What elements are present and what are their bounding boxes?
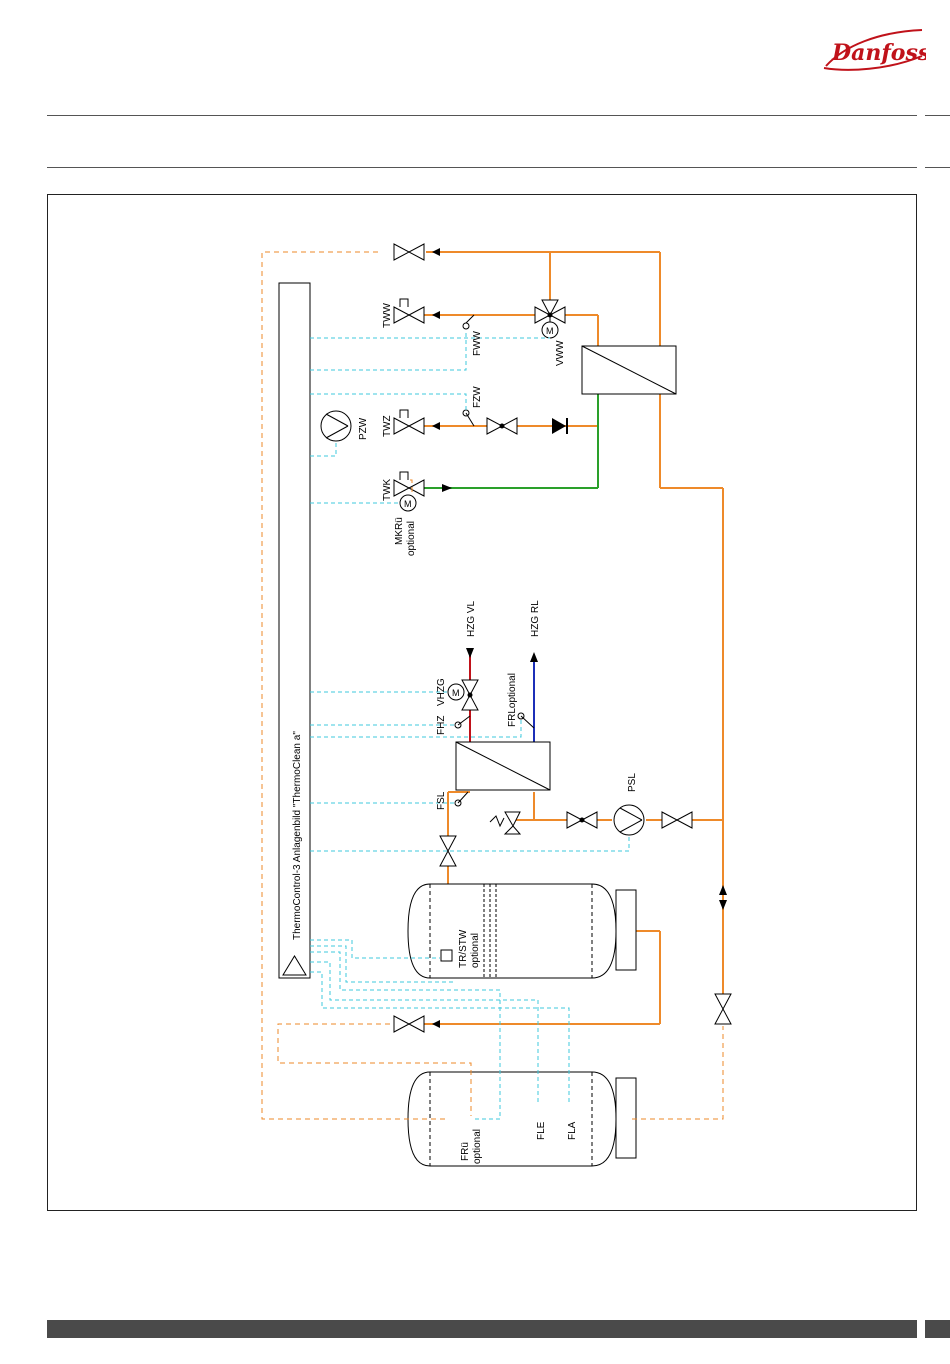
label-fru: FRü — [460, 1142, 471, 1161]
relief-twz-icon — [400, 410, 408, 418]
label-fzw: FZW — [472, 386, 483, 408]
valve-twk-icon — [394, 480, 424, 496]
valve-right-icon — [662, 812, 692, 828]
pump-pzw-icon — [321, 411, 351, 441]
footer-bar — [47, 1320, 917, 1338]
label-vww: VWW — [555, 340, 566, 366]
valve-twz-icon — [394, 418, 424, 434]
label-fla: FLA — [567, 1121, 578, 1140]
label-hzg-rl: HZG RL — [530, 600, 541, 637]
motor-vww-label: M — [546, 326, 554, 336]
label-twz: TWZ — [382, 415, 393, 437]
relief-tww-icon — [400, 299, 408, 307]
sensor-fww-icon — [463, 323, 469, 329]
pump-psl-icon — [614, 805, 644, 835]
label-fsl: FSL — [436, 791, 447, 810]
heat-exchanger-heating — [456, 742, 550, 790]
label-frl: FRLoptional — [507, 673, 518, 727]
label-pzw: PZW — [358, 417, 369, 440]
label-vhzg: VHZG — [436, 678, 447, 706]
mkru-motor: M — [400, 495, 416, 511]
footer-tab — [925, 1320, 950, 1338]
valve-top-icon — [394, 244, 424, 260]
safety-valve-icon — [490, 812, 520, 834]
label-tww: TWW — [382, 302, 393, 328]
valve-side-icon — [715, 994, 731, 1024]
label-fhz: FHZ — [436, 716, 447, 735]
controller-strip: ThermoControl-3 Anlagenbild "ThermoClean… — [279, 283, 310, 978]
motor-vhzg-label: M — [452, 688, 460, 698]
valve-bottom-icon — [394, 1016, 424, 1032]
hzg-rl-arrow-icon — [530, 652, 538, 662]
check-diode-icon — [552, 418, 566, 434]
heat-exchanger-top — [582, 346, 676, 394]
check-valve-dot-icon — [500, 424, 505, 429]
label-twk: TWK — [382, 478, 393, 501]
motor-mkru-label: M — [404, 499, 412, 509]
label-fru-optional: optional — [472, 1129, 483, 1164]
mixing-valve-vww: M — [535, 300, 565, 338]
relief-twk-icon — [400, 472, 408, 480]
label-hzg-vl: HZG VL — [466, 600, 477, 637]
label-psl: PSL — [627, 773, 638, 792]
mixing-valve-vhzg: M — [448, 680, 478, 710]
controller-title: ThermoControl-3 Anlagenbild "ThermoClean… — [292, 731, 303, 940]
label-mkru-optional: optional — [406, 521, 417, 556]
label-mkru: MKRü — [394, 517, 405, 545]
green-pipes — [424, 394, 598, 488]
label-trstw-optional: optional — [470, 933, 481, 968]
hzg-vl-arrow-icon — [466, 648, 474, 658]
storage-tank-1 — [408, 884, 636, 978]
label-trstw: TR/STW — [458, 929, 469, 968]
valve-tww-icon — [394, 307, 424, 323]
trstw-box-icon — [441, 950, 452, 961]
check-valve-psl-dot-icon — [580, 818, 585, 823]
label-fle: FLE — [536, 1121, 547, 1140]
label-fww: FWW — [472, 330, 483, 356]
